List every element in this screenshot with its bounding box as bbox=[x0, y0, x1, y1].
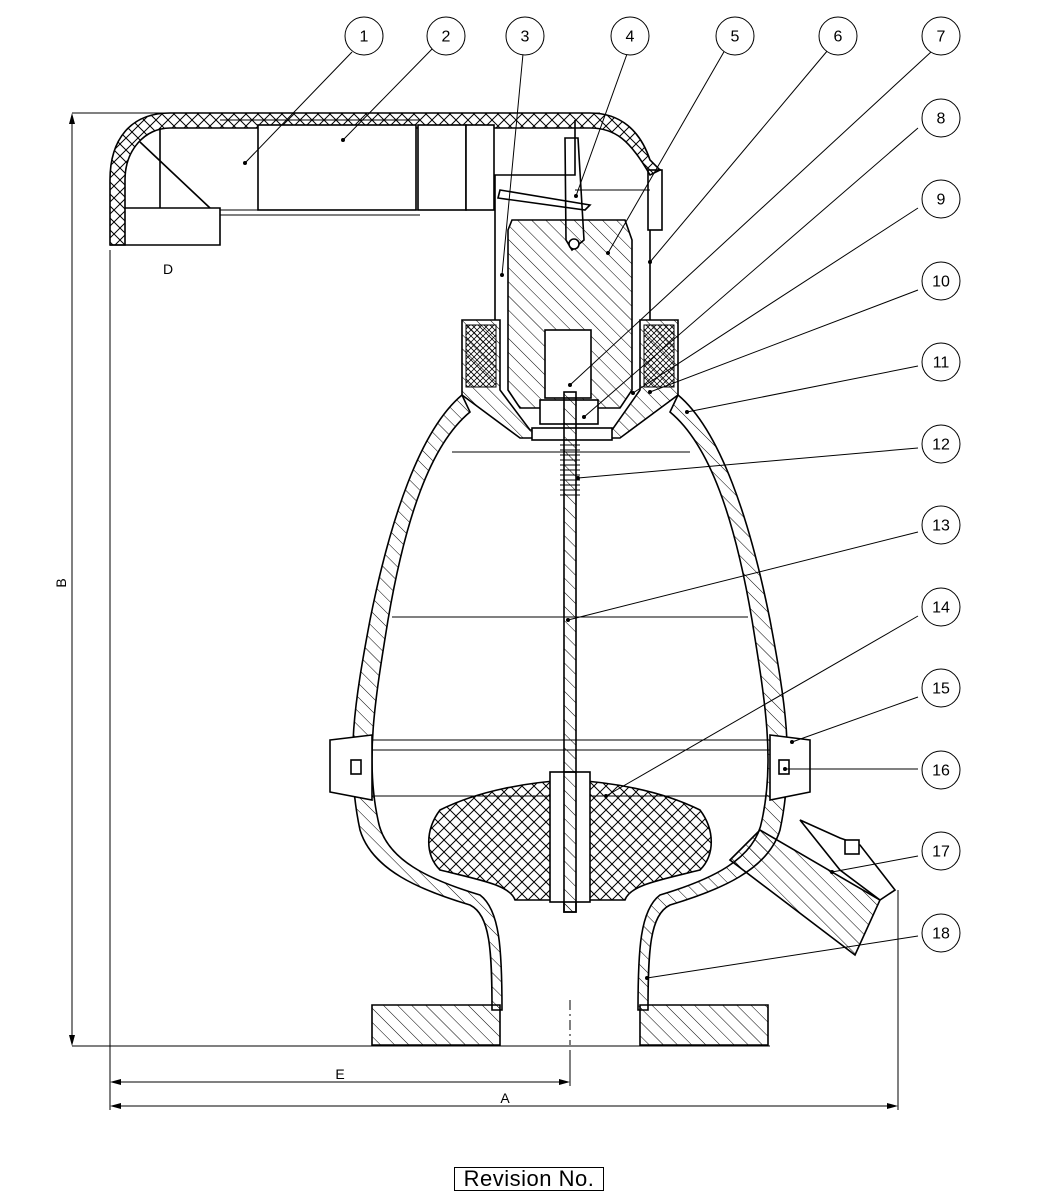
svg-text:14: 14 bbox=[932, 600, 950, 617]
svg-text:4: 4 bbox=[626, 29, 635, 46]
balloon-6: 6 bbox=[818, 16, 858, 56]
svg-text:11: 11 bbox=[933, 355, 950, 372]
clamp-right bbox=[769, 734, 811, 801]
balloon-1: 1 bbox=[344, 16, 384, 56]
balloon-15: 15 bbox=[921, 668, 961, 708]
balloon-11: 11 bbox=[921, 342, 961, 382]
dim-label-e: E bbox=[335, 1066, 344, 1082]
svg-text:6: 6 bbox=[834, 29, 843, 46]
leader-lines bbox=[243, 45, 932, 980]
body-shell-left bbox=[351, 393, 503, 1011]
top-elbow bbox=[109, 112, 662, 246]
dim-label-a: A bbox=[500, 1090, 510, 1106]
svg-text:9: 9 bbox=[937, 192, 946, 209]
svg-text:17: 17 bbox=[932, 844, 950, 861]
svg-text:12: 12 bbox=[932, 437, 950, 454]
balloon-5: 5 bbox=[715, 16, 755, 56]
balloon-17: 17 bbox=[921, 831, 961, 871]
outlet-pipe bbox=[257, 124, 417, 211]
balloon-9: 9 bbox=[921, 179, 961, 219]
dimension-lines bbox=[69, 112, 899, 1110]
dimension-labels: B D E A bbox=[53, 261, 510, 1106]
svg-text:7: 7 bbox=[937, 29, 946, 46]
balloon-16: 16 bbox=[921, 750, 961, 790]
svg-text:13: 13 bbox=[932, 518, 950, 535]
dim-label-b: B bbox=[53, 578, 69, 587]
float-assembly bbox=[428, 391, 712, 913]
head-housing bbox=[461, 120, 679, 441]
balloon-3: 3 bbox=[505, 16, 545, 56]
body-shell-right bbox=[637, 393, 789, 1011]
svg-text:2: 2 bbox=[442, 29, 451, 46]
balloon-7: 7 bbox=[921, 16, 961, 56]
dim-label-d: D bbox=[163, 261, 173, 277]
balloon-12: 12 bbox=[921, 424, 961, 464]
svg-text:16: 16 bbox=[932, 763, 950, 780]
balloon-8: 8 bbox=[921, 98, 961, 138]
float-cylinder bbox=[507, 219, 633, 409]
svg-text:15: 15 bbox=[932, 681, 950, 698]
svg-text:10: 10 bbox=[932, 274, 950, 291]
svg-text:5: 5 bbox=[731, 29, 740, 46]
balloon-13: 13 bbox=[921, 505, 961, 545]
revision-label: Revision No. bbox=[454, 1167, 604, 1191]
balloon-18: 18 bbox=[921, 913, 961, 953]
balloon-2: 2 bbox=[426, 16, 466, 56]
svg-text:8: 8 bbox=[937, 111, 946, 128]
balloon-10: 10 bbox=[921, 261, 961, 301]
svg-text:3: 3 bbox=[521, 29, 530, 46]
bottom-flange-right bbox=[639, 1004, 769, 1046]
elbow-wall bbox=[109, 112, 662, 246]
svg-text:18: 18 bbox=[932, 926, 950, 943]
drain-plug bbox=[728, 819, 897, 957]
balloon-14: 14 bbox=[921, 587, 961, 627]
balloon-4: 4 bbox=[610, 16, 650, 56]
svg-text:1: 1 bbox=[360, 29, 369, 46]
item-balloons: 1 2 3 4 5 6 7 8 9 10 11 12 13 14 15 bbox=[344, 16, 961, 953]
bottom-flange-left bbox=[371, 1004, 501, 1046]
